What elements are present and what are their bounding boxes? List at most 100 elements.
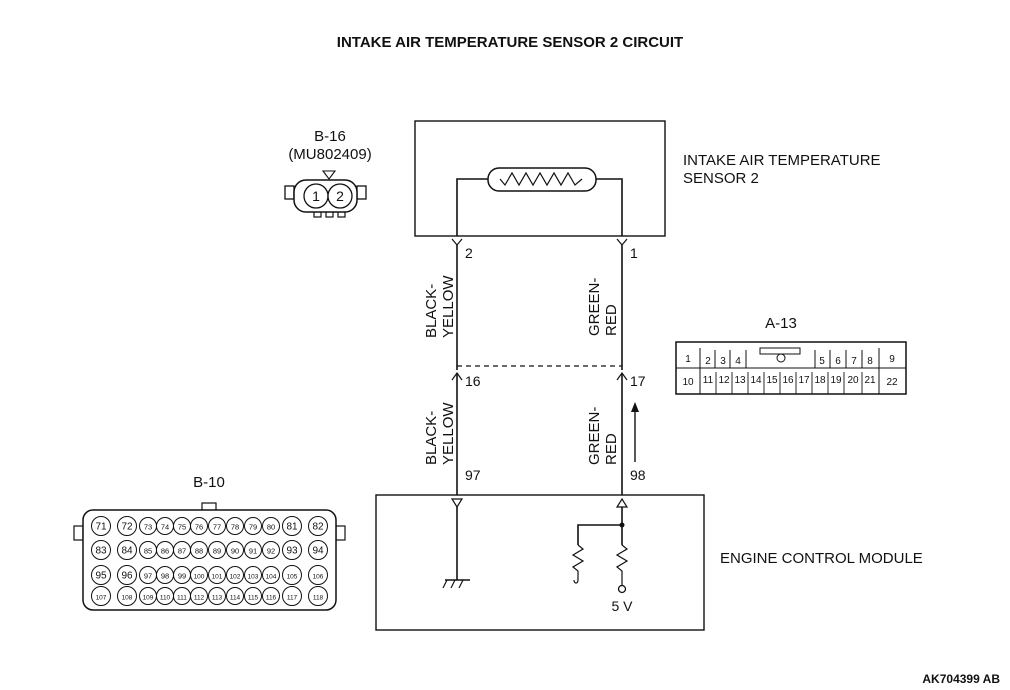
b10-pin-label: 86	[161, 547, 169, 556]
b10-pin-socket	[226, 566, 244, 584]
b10-pin-label: 95	[95, 571, 107, 582]
b10-pin-label: 101	[212, 574, 223, 581]
b10-pin-socket	[208, 566, 226, 584]
a13-name: A-13	[765, 315, 797, 332]
a13-pin-7: 7	[851, 356, 857, 367]
b10-pin-socket	[244, 517, 262, 535]
a13-pin-2: 2	[705, 356, 711, 367]
diagram-title: INTAKE AIR TEMPERATURE SENSOR 2 CIRCUIT	[337, 34, 683, 51]
b10-pin-label: 100	[194, 574, 205, 581]
resistor-left-icon	[571, 544, 585, 580]
b10-pin-label: 104	[266, 574, 277, 581]
b10-pin-label: 89	[213, 547, 221, 556]
b10-pin-label: 98	[161, 572, 169, 581]
junction-pin-right: 17	[630, 373, 646, 389]
a13-pin-5: 5	[819, 356, 825, 367]
b10-pin-socket	[262, 541, 280, 559]
a13-pin-14: 14	[750, 375, 762, 386]
sensor-label-line1: INTAKE AIR TEMPERATURE	[683, 152, 881, 169]
a13-pin-21: 21	[864, 375, 876, 386]
b10-pin-label: 93	[286, 546, 298, 557]
a13-pin-13: 13	[734, 375, 746, 386]
b16-connector	[284, 170, 367, 218]
b10-connector	[73, 502, 346, 611]
b10-pin-label: 71	[95, 522, 107, 533]
a13-pin-17: 17	[798, 375, 810, 386]
b16-part: (MU802409)	[288, 146, 371, 163]
b10-pin-socket	[190, 587, 208, 605]
b10-pin-socket	[244, 566, 262, 584]
wire-color-left-lower-1: BLACK-	[423, 411, 440, 465]
b10-pin-socket	[208, 541, 226, 559]
b10-pin-socket	[244, 541, 262, 559]
b10-pin-socket	[91, 540, 111, 560]
b10-pin-label: 80	[267, 523, 275, 532]
b10-pin-label: 99	[178, 572, 186, 581]
ecm-pin-left-marker	[450, 498, 464, 509]
b10-pin-socket	[117, 565, 137, 585]
a13-pin-11: 11	[703, 375, 714, 386]
a13-pin-1: 1	[685, 354, 691, 365]
ecm-pin-right: 98	[630, 467, 646, 483]
b10-pin-socket	[91, 516, 111, 536]
junction-pin-left: 16	[465, 373, 481, 389]
a13-pin-16: 16	[782, 375, 794, 386]
b10-pin-label: 111	[177, 595, 187, 602]
b10-pin-label: 113	[212, 595, 223, 602]
sensor-pin-left: 2	[465, 245, 473, 261]
a13-pin-18: 18	[814, 375, 826, 386]
b10-pin-socket	[262, 517, 280, 535]
ecm-voltage-label: 5 V	[611, 598, 633, 614]
ecm-box	[375, 494, 705, 631]
b10-pin-label: 112	[194, 595, 205, 602]
b16-pin-1: 1	[312, 188, 320, 204]
b10-pin-label: 77	[213, 523, 221, 532]
b10-pin-label: 92	[267, 547, 275, 556]
wire-color-left-upper-1: BLACK-	[423, 284, 440, 338]
b10-pin-label: 105	[287, 574, 298, 581]
b10-pin-socket	[91, 565, 111, 585]
b10-pin-label: 72	[121, 522, 133, 533]
b10-pin-socket	[308, 540, 328, 560]
b10-pin-socket	[226, 541, 244, 559]
sensor-pin-right-arrow	[616, 238, 628, 246]
b10-pin-socket	[91, 586, 111, 606]
a13-pin-15: 15	[766, 375, 778, 386]
a13-pin-3: 3	[720, 356, 726, 367]
wire-color-right-lower-1: GREEN-	[586, 407, 603, 465]
b10-pin-label: 85	[144, 547, 152, 556]
b10-pin-socket	[308, 516, 328, 536]
b10-pin-label: 109	[143, 595, 154, 602]
b10-pin-label: 74	[161, 523, 169, 532]
a13-pin-12: 12	[718, 375, 730, 386]
a13-pin-9: 9	[889, 354, 895, 365]
b10-pin-label: 91	[249, 547, 257, 556]
b10-pin-label: 84	[121, 546, 133, 557]
b10-pin-label: 78	[231, 523, 239, 532]
b10-pin-label: 97	[144, 572, 152, 581]
sensor-box	[414, 120, 666, 237]
b10-pin-label: 115	[248, 595, 259, 602]
b10-pin-label: 76	[195, 523, 203, 532]
b10-pin-socket	[117, 586, 137, 606]
b10-pin-socket	[226, 587, 244, 605]
junction-right-arrow	[616, 371, 628, 381]
b10-pin-socket	[208, 587, 226, 605]
b10-pin-socket	[190, 541, 208, 559]
b10-pin-socket	[190, 517, 208, 535]
b10-pin-label: 102	[230, 574, 241, 581]
b10-pin-label: 87	[178, 547, 186, 556]
thermistor-icon	[487, 167, 597, 192]
wire-color-left-upper-2: YELLOW	[440, 275, 457, 338]
b10-pin-label: 83	[95, 546, 107, 557]
b10-pin-socket	[308, 565, 328, 585]
ecm-pin-left: 97	[465, 467, 481, 483]
junction-left-arrow	[451, 371, 463, 381]
b10-pin-label: 117	[287, 595, 298, 602]
b16-name: B-16	[314, 128, 346, 145]
b10-pin-label: 79	[249, 523, 257, 532]
b10-pin-label: 114	[230, 595, 241, 602]
wire-color-right-upper-1: GREEN-	[586, 278, 603, 336]
